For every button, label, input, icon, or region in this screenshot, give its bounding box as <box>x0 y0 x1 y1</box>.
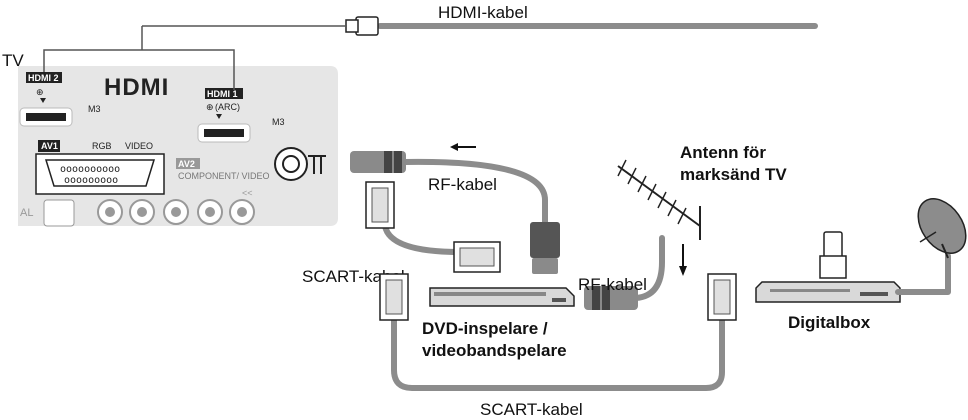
hdmi-plug-box-icon <box>819 231 847 279</box>
scart-plug-dvd-icon <box>453 241 501 273</box>
digitalbox-label: Digitalbox <box>788 313 871 332</box>
tv-back-panel: HDMI 2 ⊕ M3 HDMI HDMI 1 ⊕ (ARC) M3 AV1 R… <box>18 66 338 227</box>
hdmi-logo: HDMI <box>104 74 169 101</box>
scart-plug-tv-icon <box>365 181 395 229</box>
m3-label-a: M3 <box>88 104 101 114</box>
antenna-label-line1: Antenn för <box>680 143 766 162</box>
antenna-label-line2: marksänd TV <box>680 165 787 184</box>
rca-jacks <box>43 199 255 227</box>
dvd-label-line2: videobandspelare <box>422 341 567 360</box>
digitalbox-icon <box>755 281 901 303</box>
component-video-label: COMPONENT/ VIDEO <box>178 171 270 181</box>
dvd-label-line1: DVD-inspelare / <box>422 319 548 338</box>
scart-plug-dvd-bottom-icon <box>379 273 409 321</box>
scart-socket-icon <box>44 159 156 187</box>
scart-cable-bottom-label: SCART-kabel <box>480 400 583 419</box>
terrestrial-antenna-icon <box>617 159 701 240</box>
m3-label-b: M3 <box>272 117 285 127</box>
hdmi2-badge: HDMI 2 <box>28 73 59 83</box>
rf-cable-mid-label: RF-kabel <box>578 275 647 294</box>
rf-plug-tv-icon <box>350 151 406 173</box>
svg-text:ooooooooo: ooooooooo <box>64 175 118 186</box>
rf-cable-top-label: RF-kabel <box>428 175 497 194</box>
scart-cable-left-label: SCART-kabel <box>302 267 405 286</box>
av2-badge: AV2 <box>178 159 195 169</box>
tv-label: TV <box>2 51 24 70</box>
svg-text:⊕: ⊕ <box>36 87 44 97</box>
arrow-down-icon <box>679 266 687 276</box>
svg-text:oooooooooo: oooooooooo <box>60 164 120 175</box>
rf-plug-dvd-icon <box>530 222 560 274</box>
scart-plug-box-icon <box>707 273 737 321</box>
arc-label: (ARC) <box>215 102 240 112</box>
al-label: AL <box>20 207 33 219</box>
hdmi-cable-label: HDMI-kabel <box>438 3 528 22</box>
dvd-recorder-icon <box>429 287 575 307</box>
video-label: VIDEO <box>125 141 153 151</box>
rf-plug-antenna-icon <box>584 286 638 310</box>
svg-text:<<: << <box>242 188 253 198</box>
satellite-dish-icon <box>917 198 967 259</box>
hdmi1-badge: HDMI 1 <box>207 89 238 99</box>
arrow-left-icon <box>450 143 458 151</box>
hdmi-plug-top-icon <box>345 16 379 36</box>
rgb-label: RGB <box>92 141 112 151</box>
svg-text:⊕: ⊕ <box>206 102 214 112</box>
av1-badge: AV1 <box>41 141 58 151</box>
